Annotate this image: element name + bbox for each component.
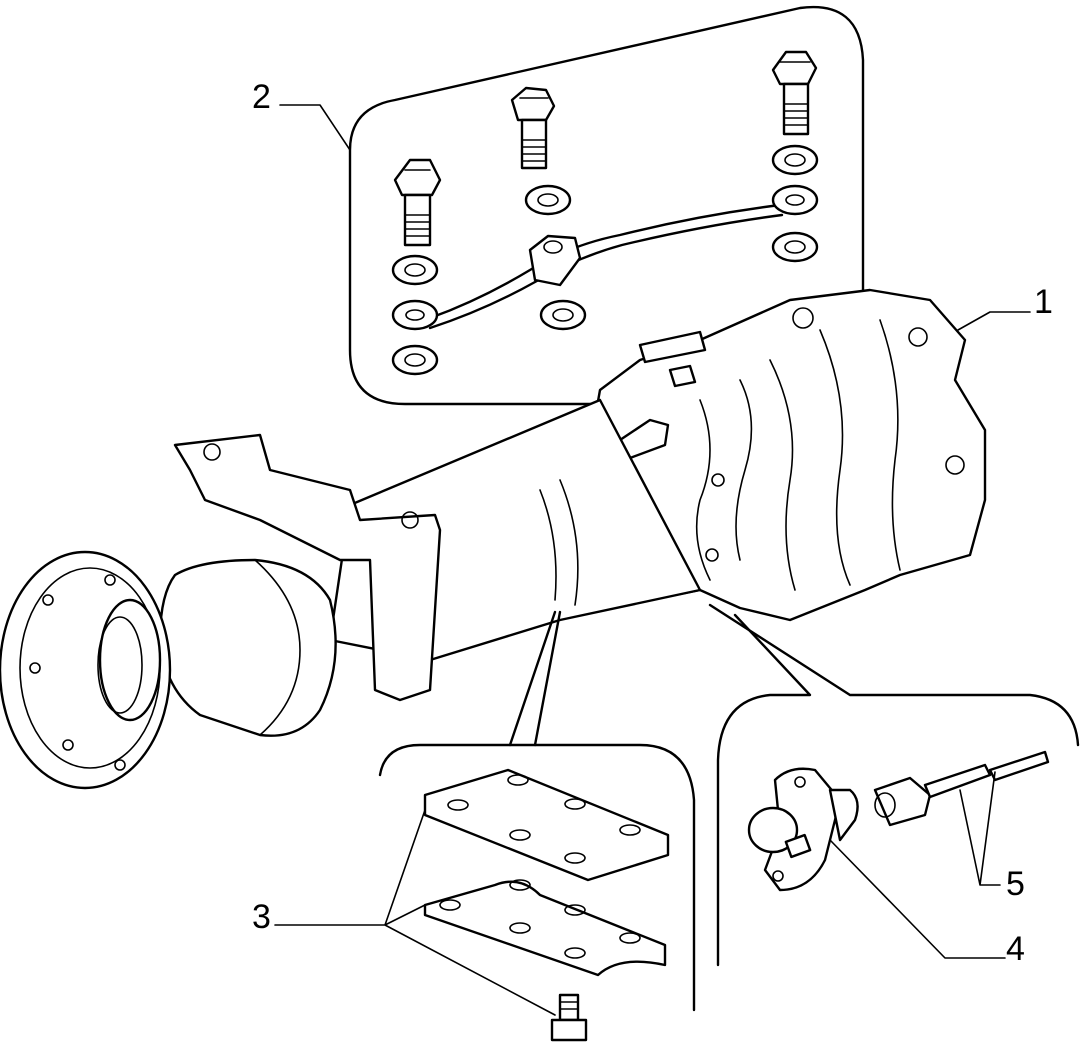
callout-5: 5 xyxy=(1006,865,1025,903)
bolt-middle xyxy=(510,86,556,170)
mounting-bolt xyxy=(550,993,588,1042)
bolt-right xyxy=(771,50,818,136)
leader-lines xyxy=(274,104,1031,1016)
mounting-plate-upper xyxy=(423,768,670,882)
washers xyxy=(391,144,819,376)
callout-1: 1 xyxy=(1034,283,1053,321)
ground-cable xyxy=(391,184,819,331)
axle-housing-assembly xyxy=(0,288,987,790)
sensor-sleeve xyxy=(873,750,1050,827)
callout-4: 4 xyxy=(1006,930,1025,968)
detail-frame-sensor xyxy=(708,603,1080,967)
speed-sensor xyxy=(747,767,859,892)
detail-frame-mounting-plates xyxy=(378,610,696,1012)
bolt-left xyxy=(393,158,442,247)
callout-3: 3 xyxy=(252,898,271,936)
callout-2: 2 xyxy=(252,78,271,116)
mounting-plate-lower xyxy=(423,879,667,977)
